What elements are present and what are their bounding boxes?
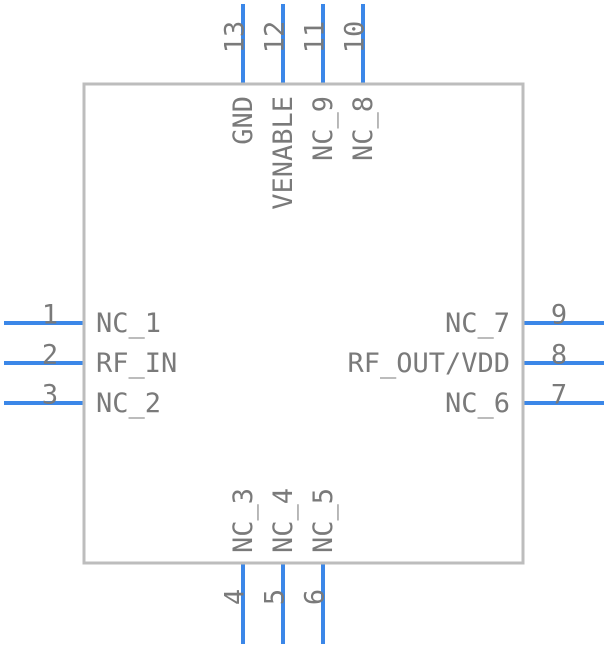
- pin-1-number: 1: [42, 300, 58, 331]
- pin-label-nc-2: NC_2: [96, 388, 161, 419]
- pin-label-nc-3: NC_3: [228, 488, 259, 553]
- pin-label-gnd: GND: [228, 96, 259, 145]
- labels-layer: 1 NC_1 2 RF_IN 3 NC_2 4 NC_3 5 NC_4 6 NC_5 7 NC_6 8 RF_…: [42, 21, 567, 605]
- pin-12-number: 12: [260, 21, 291, 54]
- pin-label-nc-6: NC_6: [445, 388, 510, 419]
- pin-label-nc-1: NC_1: [96, 308, 161, 339]
- pin-7-number: 7: [551, 380, 567, 411]
- pin-label-nc-4: NC_4: [268, 488, 299, 553]
- pin-13-number: 13: [220, 21, 251, 54]
- pin-5-number: 5: [260, 589, 291, 605]
- pin-label-venable: VENABLE: [268, 96, 299, 210]
- pin-6-number: 6: [300, 589, 331, 605]
- pin-label-nc-7: NC_7: [445, 308, 510, 339]
- pin-2-number: 2: [42, 340, 58, 371]
- component-body: [82, 82, 525, 565]
- pin-3-number: 3: [42, 380, 58, 411]
- pin-8-number: 8: [551, 340, 567, 371]
- pin-10-number: 10: [340, 21, 371, 54]
- pin-label-nc-5: NC_5: [308, 488, 339, 553]
- pin-label-rf-in: RF_IN: [96, 348, 177, 379]
- pins-layer: [4, 4, 604, 644]
- pin-11-number: 11: [300, 21, 331, 54]
- pin-9-number: 9: [551, 300, 567, 331]
- pin-label-nc-9: NC_9: [308, 96, 339, 161]
- pin-label-nc-8: NC_8: [348, 96, 379, 161]
- pin-label-rf-out-vdd: RF_OUT/VDD: [347, 348, 510, 379]
- pin-4-number: 4: [220, 589, 251, 605]
